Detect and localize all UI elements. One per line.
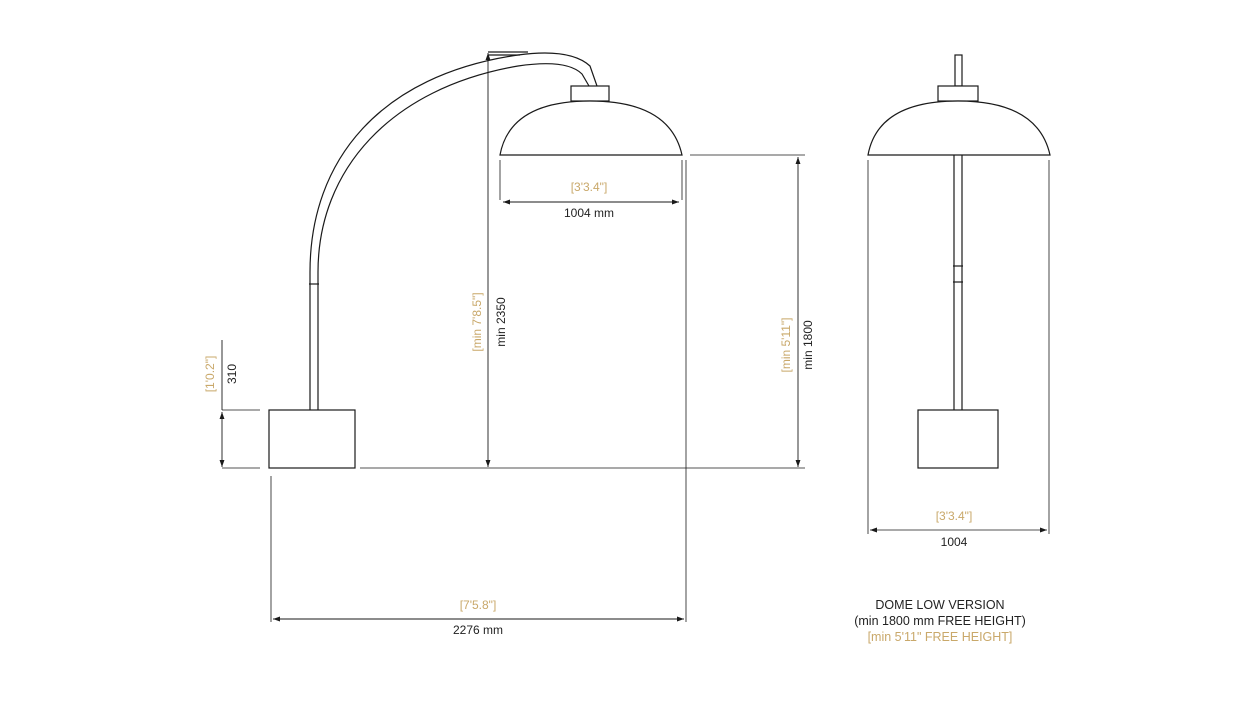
side-arc-outer xyxy=(309,52,598,273)
base-height-metric: 310 xyxy=(225,364,239,384)
free-height-metric: min 1800 xyxy=(801,320,815,370)
side-shade-collar xyxy=(570,85,610,102)
side-base xyxy=(268,409,356,469)
side-dome-shade xyxy=(499,100,683,156)
front-width-metric: 1004 xyxy=(941,535,968,549)
front-top-stem xyxy=(954,54,963,87)
front-base xyxy=(917,409,999,469)
side-dimension-lines xyxy=(219,53,801,622)
free-height-imperial: [min 5'11"] xyxy=(779,317,793,372)
total-height-metric: min 2350 xyxy=(494,297,508,347)
side-extension-lines xyxy=(222,154,805,622)
caption-title: DOME LOW VERSION xyxy=(875,598,1004,612)
front-view-lamp xyxy=(867,54,1051,469)
shade-width-metric: 1004 mm xyxy=(564,206,614,220)
base-height-imperial: [1'0.2"] xyxy=(203,356,217,393)
total-reach-imperial: [7'5.8"] xyxy=(460,598,497,612)
caption-free-height-imperial: [min 5'11" FREE HEIGHT] xyxy=(868,630,1013,644)
caption-free-height-metric: (min 1800 mm FREE HEIGHT) xyxy=(854,614,1026,628)
side-arc-inner xyxy=(317,63,590,273)
total-height-imperial: [min 7'8.5"] xyxy=(470,292,484,351)
shade-width-imperial: [3'3.4"] xyxy=(571,180,608,194)
front-dome-shade xyxy=(867,100,1051,156)
side-view-lamp xyxy=(268,51,683,469)
front-width-imperial: [3'3.4"] xyxy=(936,509,973,523)
front-shade-collar xyxy=(937,85,979,102)
front-extension-lines xyxy=(867,160,1050,534)
total-reach-metric: 2276 mm xyxy=(453,623,503,637)
